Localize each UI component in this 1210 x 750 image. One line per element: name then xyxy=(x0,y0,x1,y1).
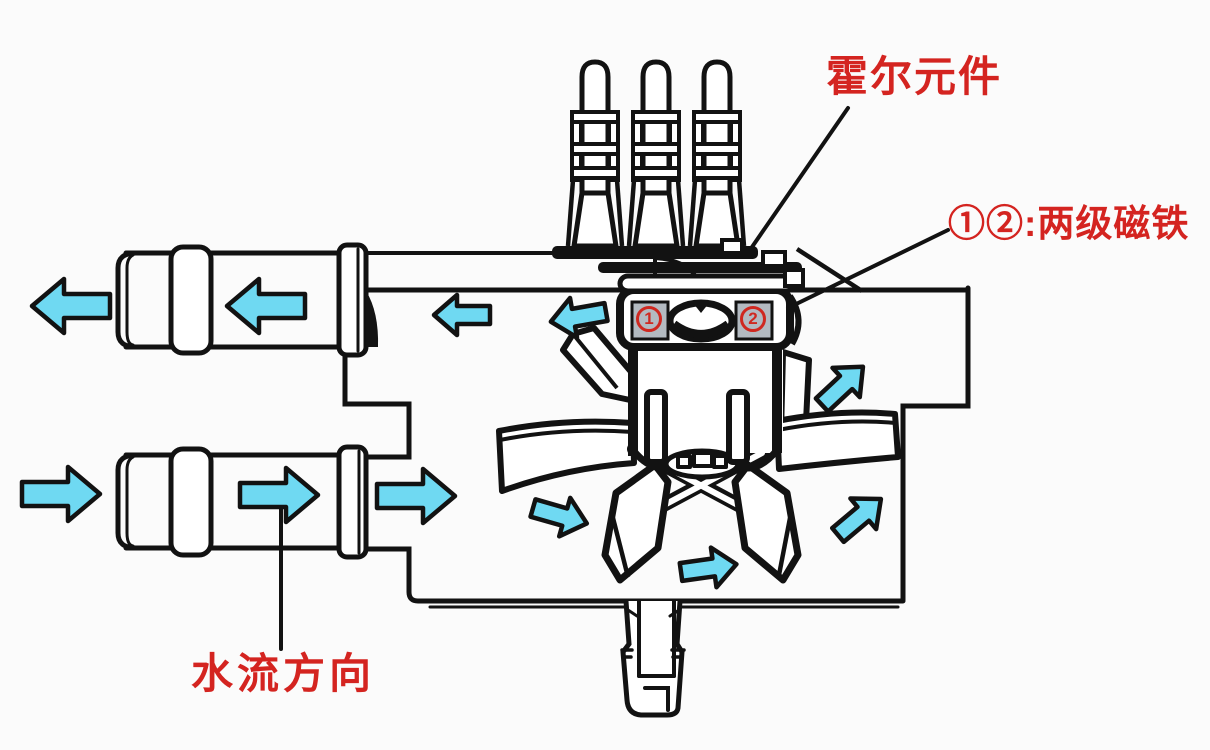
magnet-2-badge: 2 xyxy=(740,306,766,332)
flow-arrow-inlet-outer xyxy=(22,467,100,521)
flow-arrow-chamber-lower-left xyxy=(527,489,592,543)
flow-direction-label: 水流方向 xyxy=(191,650,376,697)
hall-sensor-eye-icon xyxy=(666,299,736,343)
pin-base-plate xyxy=(552,246,758,259)
flow-arrow-chamber-upper-right xyxy=(808,352,876,419)
connector-pins xyxy=(552,62,864,294)
flow-arrow-left-outer xyxy=(32,279,110,333)
leader-line-magnets xyxy=(786,228,950,310)
magnet-pair-label: ①②:两级磁铁 xyxy=(948,203,1190,244)
magnet-1-badge: 1 xyxy=(636,306,662,332)
flow-arrow-chamber-bottom xyxy=(678,544,739,591)
rotor-impeller xyxy=(496,325,901,584)
cap-bar-upper xyxy=(598,262,802,273)
cap-bar-lower xyxy=(617,273,797,294)
flow-arrow-chamber-lower-right xyxy=(825,484,894,551)
flow-arrow-inlet-inner xyxy=(377,469,455,523)
flow-arrow-left-inner xyxy=(227,279,305,333)
outlet-pipe-top xyxy=(115,242,554,358)
inlet-pipe-bottom xyxy=(115,444,369,560)
leader-line-hall xyxy=(750,106,850,249)
drain-fitting xyxy=(620,598,686,718)
hall-element-label: 霍尔元件 xyxy=(826,53,1003,100)
flow-arrow-chamber-top-1 xyxy=(434,295,490,335)
